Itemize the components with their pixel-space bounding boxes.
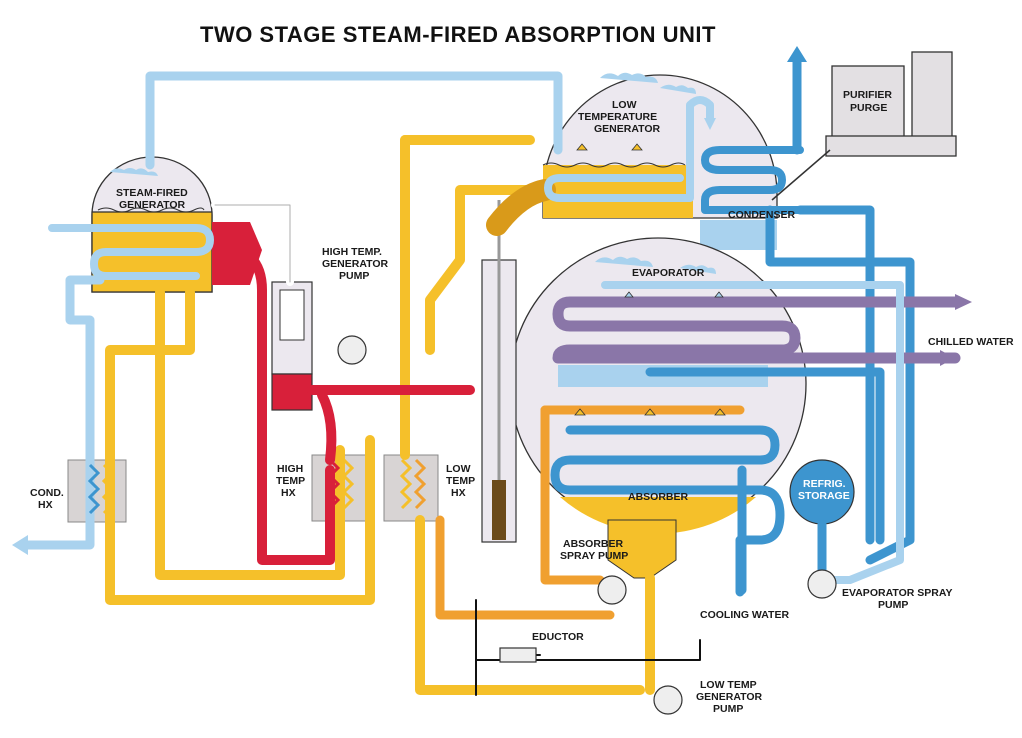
- label-ltg-1: LOW: [612, 99, 637, 111]
- label-asp-1: ABSORBER: [563, 538, 624, 550]
- eductor: [499, 647, 537, 663]
- ltg-vapor-coil: [544, 96, 714, 202]
- vapor-vent-outline: [214, 204, 291, 283]
- label-esp-1: EVAPORATOR SPRAY: [842, 587, 952, 599]
- label-esp-2: PUMP: [878, 599, 908, 611]
- label-ltg-3: GENERATOR: [594, 123, 661, 135]
- hx-zigzags: [87, 458, 427, 515]
- label-chilled-water: CHILLED WATER: [928, 336, 1014, 348]
- label-hthx-3: HX: [281, 487, 296, 499]
- low-temperature-generator: [542, 72, 778, 250]
- label-storage: STORAGE: [798, 490, 850, 502]
- steam-generator-coil: [48, 224, 214, 280]
- label-steam-fired-generator-2: GENERATOR: [119, 199, 186, 211]
- label-cooling-water: COOLING WATER: [700, 609, 789, 621]
- eductor-column: [481, 200, 517, 543]
- label-purge: PURGE: [850, 102, 887, 114]
- cooling-water-out-arrow: [787, 46, 807, 62]
- ltg-vapor-arrow: [704, 118, 716, 130]
- absorber-spray-line: [435, 405, 745, 620]
- absorber-coil: [550, 425, 785, 597]
- red-generator-outlet: [212, 222, 262, 285]
- condensate-line: [23, 275, 105, 550]
- label-cond: COND.: [30, 487, 64, 499]
- spray-nozzles: [574, 291, 726, 416]
- refrigerant-vapor-line: [145, 71, 563, 170]
- svg-text:COND.HX: COND.HX: [30, 487, 64, 511]
- label-eductor: EDUCTOR: [532, 631, 584, 643]
- heat-exchangers: [67, 454, 439, 523]
- label-hthx-1: HIGH: [277, 463, 303, 475]
- label-htgp-2: GENERATOR: [322, 258, 389, 270]
- label-asp-2: SPRAY PUMP: [560, 550, 628, 562]
- high-temp-generator-pump: [337, 335, 367, 365]
- chilled-water-in-arrow: [940, 350, 955, 366]
- solution-lines: [105, 135, 655, 695]
- label-lthx-2: TEMP: [446, 475, 475, 487]
- label-hthx-2: TEMP: [276, 475, 305, 487]
- low-temp-generator-pump: [653, 685, 683, 715]
- label-absorber: ABSORBER: [628, 491, 689, 503]
- absorber-spray-pump: [597, 575, 627, 605]
- ltg-vapor-manifold: [486, 179, 556, 236]
- separator-column: [271, 281, 313, 411]
- evaporator-spray-line: [601, 281, 904, 584]
- chilled-water-coil: [552, 296, 961, 364]
- label-lthx-3: HX: [451, 487, 466, 499]
- condensate-out-arrow: [12, 535, 28, 555]
- label-condenser: CONDENSER: [728, 209, 796, 221]
- label-evaporator: EVAPORATOR: [632, 267, 705, 279]
- vapor-vent-line: [211, 201, 294, 286]
- condenser-coil: [701, 146, 804, 214]
- diagram-title: TWO STAGE STEAM-FIRED ABSORPTION UNIT: [200, 22, 716, 47]
- purifier-purge: [771, 51, 957, 201]
- label-ltgp-3: PUMP: [713, 703, 743, 715]
- evaporator-spray-pump: [807, 569, 837, 599]
- label-ltgp-1: LOW TEMP: [700, 679, 757, 691]
- label-htgp-1: HIGH TEMP.: [322, 246, 382, 258]
- label-steam-fired-generator-1: STEAM-FIRED: [116, 187, 188, 199]
- label-cond-hx: HX: [38, 499, 53, 511]
- label-htgp-3: PUMP: [339, 270, 369, 282]
- svg-text:REFRIG.STORAGE: REFRIG.STORAGE: [798, 478, 850, 502]
- label-lthx-1: LOW: [446, 463, 471, 475]
- label-ltgp-2: GENERATOR: [696, 691, 763, 703]
- pumps: [337, 335, 837, 715]
- label-refrig: REFRIG.: [803, 478, 846, 490]
- chilled-water-out-arrow: [955, 294, 972, 310]
- label-ltg-2: TEMPERATURE: [578, 111, 657, 123]
- label-purifier: PURIFIER: [843, 89, 892, 101]
